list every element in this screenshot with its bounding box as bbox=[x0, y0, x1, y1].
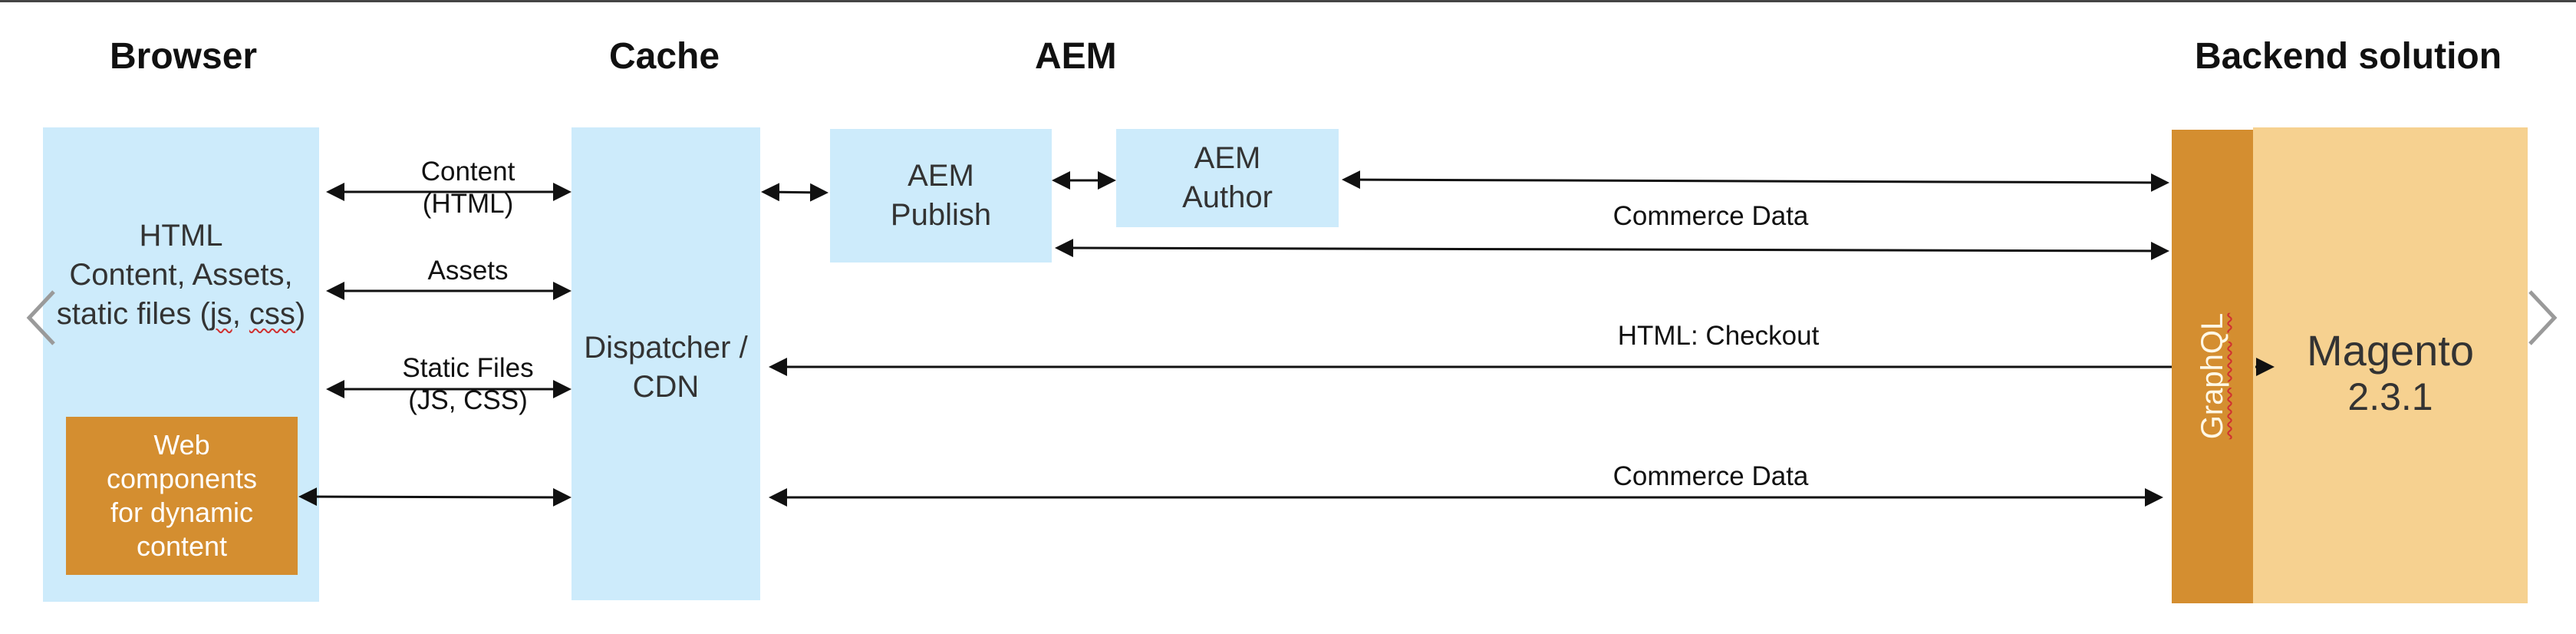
browser-box-line-1: HTML bbox=[139, 219, 223, 253]
browser-box-line-3: static files (js, css) bbox=[56, 296, 306, 331]
header-aem: AEM bbox=[1035, 36, 1117, 77]
web-components-box: Web components for dynamic content bbox=[66, 417, 298, 575]
arrow-dispatcher-publish bbox=[761, 183, 828, 202]
web-components-line-1: Web bbox=[153, 429, 210, 461]
css-misspelled: css bbox=[249, 296, 295, 331]
header-browser: Browser bbox=[110, 36, 258, 77]
magento-version: 2.3.1 bbox=[2347, 375, 2433, 419]
aem-publish-box: AEM Publish bbox=[830, 129, 1052, 263]
label-commerce-data-top: Commerce Data bbox=[1612, 201, 1809, 231]
dispatcher-line-1: Dispatcher / bbox=[584, 331, 748, 365]
arrow-author-backend bbox=[1342, 170, 2169, 192]
arrow-commerce-data-top bbox=[1055, 239, 2169, 260]
aem-author-box: AEM Author bbox=[1116, 129, 1339, 227]
aem-publish-line-2: Publish bbox=[890, 198, 992, 232]
magento-name: Magento bbox=[2307, 326, 2474, 375]
aem-author-line-2: Author bbox=[1182, 180, 1273, 214]
dispatcher-line-2: CDN bbox=[632, 370, 700, 404]
dispatcher-cdn-box: Dispatcher / CDN bbox=[572, 127, 760, 600]
browser-box-text: HTML Content, Assets, static files (js, … bbox=[43, 216, 319, 333]
header-backend: Backend solution bbox=[2195, 36, 2502, 77]
js-misspelled: js bbox=[209, 296, 232, 331]
chevron-right-icon[interactable] bbox=[2524, 289, 2561, 347]
browser-box-line-2: Content, Assets, bbox=[69, 257, 293, 292]
web-components-line-3: for dynamic bbox=[110, 497, 254, 528]
graphql-bar bbox=[2172, 130, 2253, 603]
label-assets: Assets bbox=[427, 256, 509, 286]
aem-author-line-1: AEM bbox=[1194, 141, 1261, 176]
top-border bbox=[0, 0, 2576, 2]
header-cache: Cache bbox=[609, 36, 720, 77]
magento-text: Magento 2.3.1 bbox=[2253, 326, 2528, 420]
aem-publish-line-1: AEM bbox=[908, 159, 974, 193]
label-commerce-data-bottom: Commerce Data bbox=[1612, 461, 1809, 491]
chevron-left-icon[interactable] bbox=[23, 289, 60, 347]
web-components-line-4: content bbox=[136, 530, 228, 562]
label-html-checkout: HTML: Checkout bbox=[1617, 321, 1820, 351]
magento-box bbox=[2253, 127, 2528, 603]
web-components-line-2: components bbox=[106, 463, 258, 495]
